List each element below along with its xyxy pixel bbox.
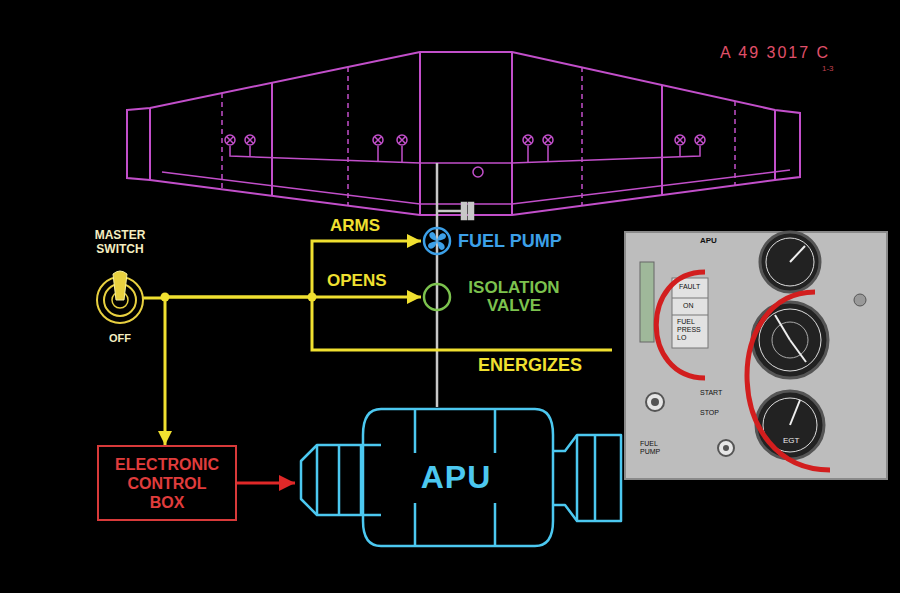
valve-label: ISOLATION VALVE: [459, 279, 569, 315]
wire-label: ENERGIZES: [478, 355, 582, 376]
highlight-bracket: [747, 292, 830, 470]
panel-legend: STOP: [700, 409, 719, 417]
panel-legend: ON: [683, 302, 694, 310]
control-wiring: [161, 293, 613, 351]
toggle-switch: [75, 268, 165, 328]
apu-unit: APU: [295, 405, 627, 550]
panel-title: APU: [700, 236, 717, 245]
gauge-label: EGT: [783, 436, 799, 445]
switch-position: OFF: [75, 332, 165, 344]
connector: [164, 297, 167, 445]
panel-legend: FUEL PUMP: [640, 440, 672, 456]
master-switch: MASTER SWITCH OFF: [75, 228, 165, 353]
edge-label: ARMS: [330, 216, 380, 236]
isolation-valve: ISOLATION VALVE: [421, 277, 569, 317]
panel-legend: FUEL PRESS LO: [677, 318, 707, 342]
gauge-label: EGT: [783, 436, 799, 445]
gauge: [760, 232, 820, 292]
apu-control-panel: [625, 232, 887, 479]
connector: [165, 241, 421, 297]
edge-label: OPENS: [327, 271, 387, 291]
pump-symbol: [421, 225, 453, 257]
panel-legend: START: [700, 389, 722, 397]
gauge: [752, 302, 828, 378]
gauge: [756, 391, 824, 459]
edge-label: OPENS: [327, 271, 387, 291]
box-label: ELECTRONIC CONTROL BOX: [111, 455, 223, 512]
connector: [237, 482, 295, 485]
panel-legend: ON: [683, 302, 694, 310]
switch-label: MASTER SWITCH: [75, 228, 165, 256]
fuel-pump: FUEL PUMP: [421, 227, 562, 255]
valve-symbol: [421, 281, 453, 313]
pump-label: FUEL PUMP: [458, 231, 562, 251]
apu-label: APU: [421, 459, 492, 496]
drawing-number: A 49 3017 C: [720, 44, 830, 62]
panel-legend: FAULT: [679, 283, 700, 291]
panel-legend: FUEL PUMP: [640, 440, 672, 456]
panel-legend: STOP: [700, 409, 719, 417]
panel-title: APU: [700, 236, 717, 245]
sheet-number: 1-3: [822, 64, 834, 73]
control-box: ELECTRONIC CONTROL BOX: [97, 445, 237, 521]
panel-legend: FUEL PRESS LO: [677, 318, 707, 342]
wing-outline: [127, 52, 800, 215]
edge-label: ARMS: [330, 216, 380, 236]
panel-legend: START: [700, 389, 722, 397]
sheet-number: 1-3: [822, 64, 834, 73]
connector: [165, 296, 421, 299]
drawing-number: A 49 3017 C: [720, 44, 830, 62]
wire-label: ENERGIZES: [478, 355, 582, 376]
panel-legend: FAULT: [679, 283, 700, 291]
wing-fuel-pumps: [225, 135, 705, 177]
